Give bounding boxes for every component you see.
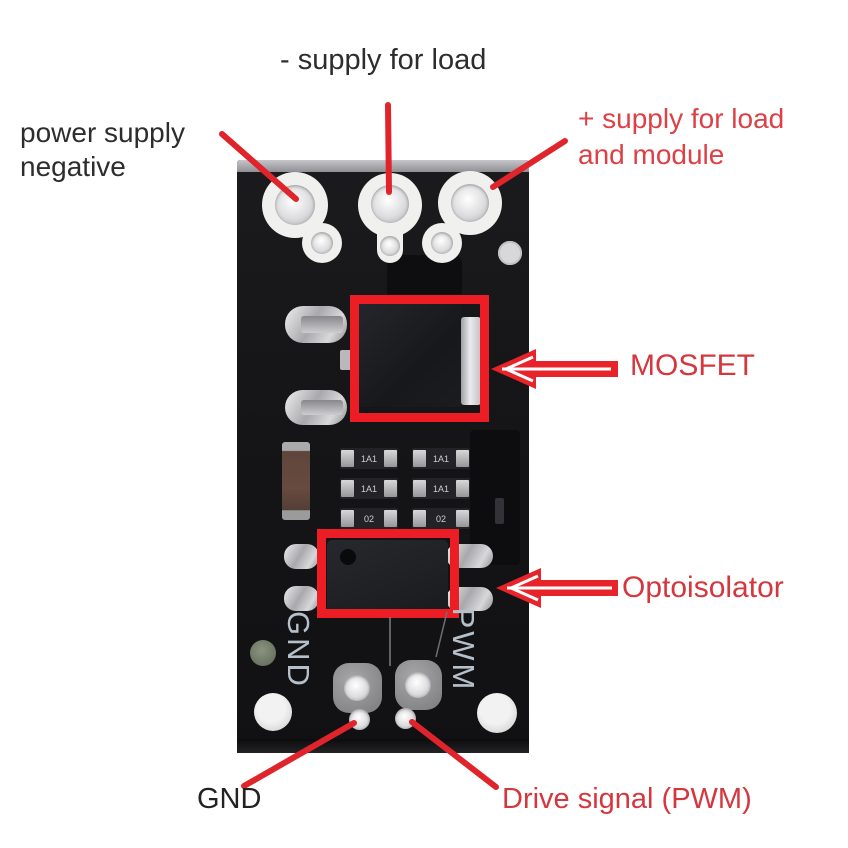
label-power-supply-negative: power supply negative [20, 116, 185, 184]
dark-region [470, 430, 520, 565]
smd-resistor: 1A1 [412, 448, 470, 469]
smd-resistor: 1A1 [340, 478, 398, 499]
mosfet-body [358, 303, 462, 407]
silkscreen-gnd: GND [281, 611, 316, 689]
label-line: and module [578, 139, 725, 170]
load-minus-pad-small-hole [380, 236, 400, 256]
mosfet-gate-stub [340, 350, 353, 370]
label-gnd: GND [197, 783, 262, 815]
load-minus-pad-hole [371, 185, 409, 223]
pcb-board: 1A1 1A1 1A1 1A1 02 02 GND PWM [237, 160, 529, 753]
dark-bar [495, 498, 504, 524]
label-mosfet: MOSFET [630, 349, 755, 382]
pcb-bottom-edge [237, 739, 529, 753]
mounting-hole-right [477, 693, 517, 733]
mosfet-tab [461, 317, 481, 405]
resistor-marking: 1A1 [432, 483, 449, 494]
resistor-marking: 02 [435, 513, 446, 524]
label-minus-supply-for-load: - supply for load [280, 44, 487, 76]
negative-pad-hole [275, 185, 315, 225]
optoisolator-pin1-dot [340, 549, 356, 565]
label-line: negative [20, 151, 126, 182]
label-optoisolator: Optoisolator [622, 571, 784, 604]
opto-pin [284, 586, 319, 611]
negative-pad-small-hole [311, 232, 333, 254]
opto-pin [284, 544, 319, 569]
mosfet-pin [301, 399, 343, 416]
small-via-pad [250, 640, 276, 666]
resistor-marking: 1A1 [360, 453, 377, 464]
pcb-top-edge [237, 160, 529, 172]
smd-resistor: 02 [412, 508, 470, 529]
smd-resistor: 02 [340, 508, 398, 529]
load-plus-pad-small-hole [431, 232, 453, 254]
mounting-hole-left [254, 693, 292, 731]
gnd-small-hole [349, 709, 370, 730]
silkscreen-pwm: PWM [446, 607, 481, 693]
smd-resistor: 1A1 [340, 448, 398, 469]
label-line: power supply [20, 117, 185, 148]
smd-resistor: 1A1 [412, 478, 470, 499]
mosfet-pin-pad [285, 390, 347, 425]
mosfet-pin-pad [285, 306, 347, 343]
load-plus-pad-hole [451, 184, 489, 222]
label-line: + supply for load [578, 103, 785, 134]
gnd-pad-hole [344, 675, 370, 701]
mosfet-outline-box [350, 295, 489, 422]
resistor-marking: 1A1 [360, 483, 377, 494]
resistor-marking: 02 [363, 513, 374, 524]
mosfet-pin [301, 316, 343, 333]
optoisolator-outline-box [317, 529, 459, 618]
label-plus-supply: + supply for load and module [578, 101, 784, 173]
label-drive-signal: Drive signal (PWM) [502, 783, 752, 815]
pwm-small-hole [395, 708, 416, 729]
resistor-marking: 1A1 [432, 453, 449, 464]
pwm-pad-hole [405, 672, 431, 698]
axial-component [282, 442, 310, 520]
aux-round-pad [498, 241, 522, 265]
